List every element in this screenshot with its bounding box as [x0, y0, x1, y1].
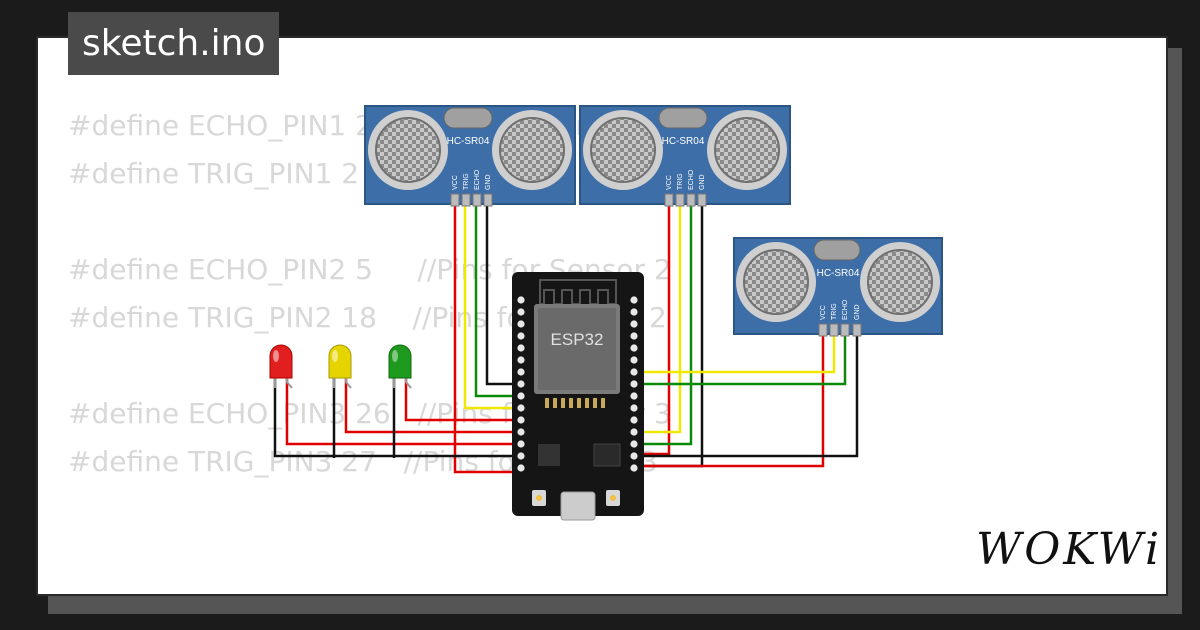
header-pin	[630, 320, 638, 328]
esp32-board[interactable]: ESP32	[512, 272, 644, 521]
sensor-label: HC-SR04	[447, 136, 490, 147]
header-pin	[630, 380, 638, 388]
header-pin	[517, 404, 525, 412]
code-line: #define TRIG_PIN1 2	[68, 157, 360, 190]
wokwi-logo: WOKWi	[976, 524, 1163, 575]
ultrasonic-sensor-3[interactable]: HC-SR04 VCC TRIG ECHO GND	[733, 237, 943, 337]
header-pin	[630, 452, 638, 460]
header-pin	[630, 440, 638, 448]
wire-led-red-cathode[interactable]	[273, 374, 518, 458]
file-tab[interactable]: sketch.ino	[68, 12, 280, 75]
header-pin	[517, 368, 525, 376]
header-pin	[630, 356, 638, 364]
wire-echo[interactable]	[638, 200, 693, 446]
wire-echo[interactable]	[474, 200, 518, 398]
header-pin	[517, 296, 525, 304]
header-pin	[630, 416, 638, 424]
pin-label-echo: ECHO	[474, 169, 481, 190]
wire-vcc[interactable]	[453, 200, 518, 474]
led-yellow[interactable]	[328, 344, 352, 389]
pin-label-trig: TRIG	[463, 173, 470, 190]
board-label: ESP32	[551, 330, 604, 349]
header-pin	[517, 320, 525, 328]
wire-trig[interactable]	[638, 200, 682, 434]
wire-echo[interactable]	[638, 330, 847, 386]
header-pin	[630, 428, 638, 436]
header-pin	[517, 428, 525, 436]
header-pin	[517, 380, 525, 388]
code-line: int LEDPIN1 = 13	[68, 582, 672, 594]
ultrasonic-sensor-2[interactable]: HC-SR04 VCC TRIG ECHO GND	[579, 105, 791, 207]
pin-label-gnd: GND	[854, 304, 861, 320]
header-pin	[517, 416, 525, 424]
wire-gnd[interactable]	[485, 200, 518, 386]
pin-label-gnd: GND	[485, 174, 492, 190]
pin-label-vcc: VCC	[452, 175, 459, 190]
header-pins-right	[630, 296, 638, 472]
header-pin	[517, 344, 525, 352]
pin-label-vcc: VCC	[666, 175, 673, 190]
wire-vcc[interactable]	[638, 200, 671, 456]
wire-trig[interactable]	[463, 200, 518, 410]
led-green[interactable]	[388, 344, 412, 389]
header-pin	[517, 332, 525, 340]
pin-label-trig: TRIG	[677, 173, 684, 190]
pin-label-echo: ECHO	[842, 299, 849, 320]
header-pins-left	[517, 296, 525, 472]
usb-port	[560, 491, 596, 521]
header-pin	[517, 356, 525, 364]
reset-button[interactable]	[606, 490, 620, 506]
header-pin	[517, 464, 525, 472]
ultrasonic-sensor-1[interactable]: HC-SR04 VCC TRIG ECHO GND	[364, 105, 576, 207]
sensor-label: HC-SR04	[662, 136, 705, 147]
header-pin	[630, 344, 638, 352]
header-pin	[517, 308, 525, 316]
header-pin	[630, 332, 638, 340]
pin-label-vcc: VCC	[820, 305, 827, 320]
sensor-label: HC-SR04	[817, 268, 860, 279]
wire-trig[interactable]	[638, 330, 836, 374]
wire-led-red-anode[interactable]	[285, 374, 518, 446]
header-pin	[630, 464, 638, 472]
pin-label-gnd: GND	[699, 174, 706, 190]
header-pin	[630, 392, 638, 400]
pin-label-echo: ECHO	[688, 169, 695, 190]
header-pin	[517, 452, 525, 460]
header-pin	[517, 392, 525, 400]
wire-gnd[interactable]	[640, 330, 859, 458]
header-pin	[630, 308, 638, 316]
wire-led-green-anode[interactable]	[404, 374, 518, 422]
wire-led-yellow-anode[interactable]	[344, 374, 518, 434]
header-pin	[630, 404, 638, 412]
boot-button[interactable]	[532, 490, 546, 506]
pin-label-trig: TRIG	[831, 303, 838, 320]
header-pin	[630, 296, 638, 304]
led-red[interactable]	[269, 344, 293, 389]
header-pin	[630, 368, 638, 376]
header-pin	[517, 440, 525, 448]
